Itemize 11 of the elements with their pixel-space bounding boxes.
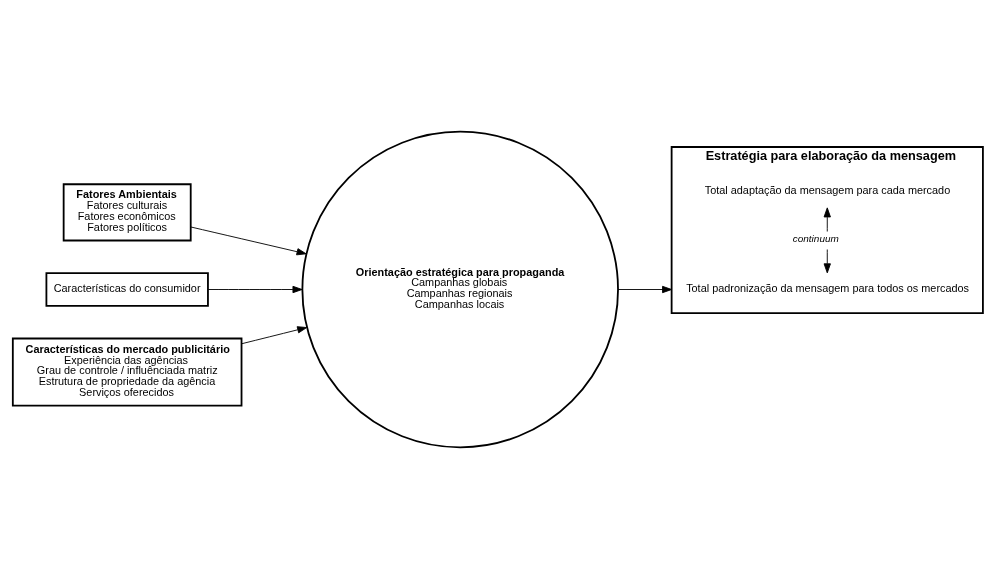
- node-circle: Orientação estratégica para propaganda Campanhas globais Campanhas regionais Campanhas locais: [301, 130, 619, 449]
- arrow: [207, 285, 303, 294]
- node-text: Total padronização da mensagem para todos os mercados: [686, 282, 970, 295]
- node-box: Características do consumidor: [45, 272, 209, 307]
- node-box: Características do mercado publicitário Experiência das agências Grau de controle / influênciada matriz Estrutura de propriedade da agência Serviços oferecidos: [11, 337, 243, 407]
- arrow: [617, 285, 673, 294]
- arrow: [241, 326, 308, 345]
- node-text: Total adaptação da mensagem para cada mercado: [704, 184, 951, 197]
- arrow: [190, 226, 307, 256]
- edge-label: continuum: [792, 233, 839, 245]
- node-box: Fatores Ambientais Fatores culturais Fatores econômicos Fatores políticos: [62, 183, 192, 242]
